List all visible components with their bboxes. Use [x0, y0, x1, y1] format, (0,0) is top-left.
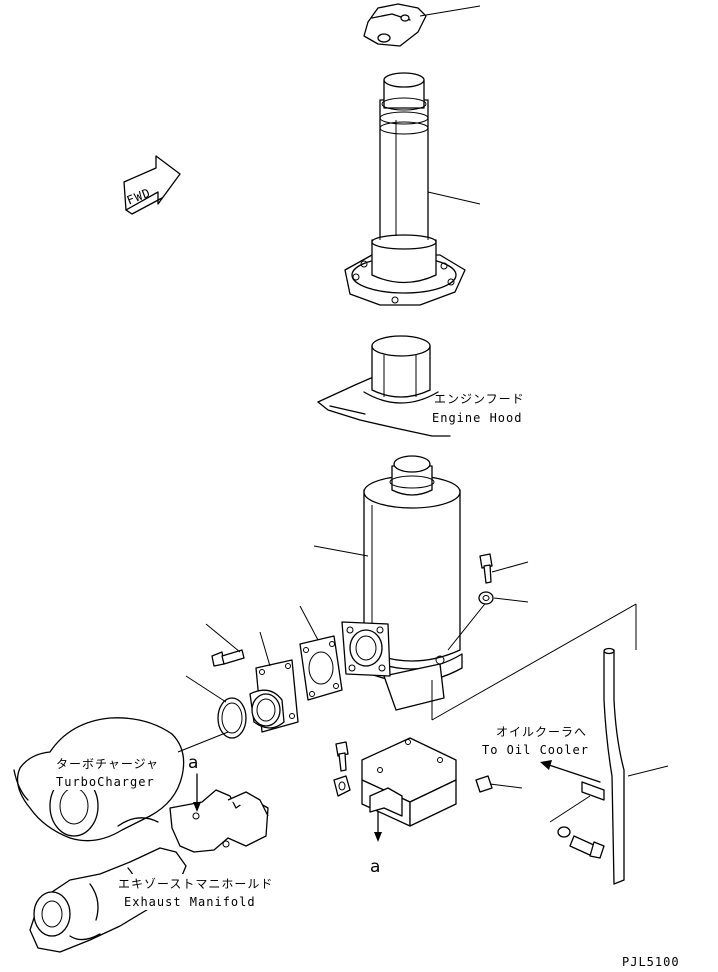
oil-cooler-bolt: [557, 826, 605, 859]
nut-bracket-left: [333, 775, 351, 797]
ref-a-bottom-arrow-icon: [374, 811, 382, 842]
bolt-bracket: [335, 741, 349, 772]
bolt-left: [205, 623, 245, 667]
manifold-label-bg: [110, 874, 280, 910]
muffler: [313, 455, 637, 721]
manifold-label-en: Exhaust Manifold: [124, 895, 256, 909]
manifold-label-jp: エキゾーストマニホールド: [118, 877, 273, 891]
oil-cooler-arrow-icon: [540, 760, 601, 783]
nut-bracket-right: [475, 775, 523, 793]
oil-cooler-label-jp: オイルクーラへ: [496, 725, 587, 739]
flange-adapter: [249, 631, 299, 733]
turbo-label-en: TurboCharger: [56, 775, 155, 789]
bolt-upper-right: [479, 553, 529, 584]
mounting-bracket: [361, 737, 457, 827]
gasket-ring: [185, 675, 247, 739]
turbo-label-bg: [50, 754, 168, 790]
drawing-code: PJL5100: [622, 955, 680, 969]
engine-hood-collar: [317, 335, 451, 437]
ref-a-bottom: a: [370, 857, 380, 877]
turbo-label-jp: ターボチャージャ: [56, 757, 159, 771]
oil-cooler-label-en: To Oil Cooler: [482, 743, 589, 757]
ref-a-top: a: [188, 753, 198, 773]
ref-a-top-arrow-icon: [193, 773, 201, 812]
exhaust-pipe: [344, 72, 481, 306]
engine-hood-label-en: Engine Hood: [432, 411, 522, 425]
oil-cooler-pipe: [549, 647, 669, 885]
gasket-square: [299, 605, 343, 701]
fwd-arrow-icon: FWD: [123, 155, 181, 215]
engine-hood-label-jp: エンジンフード: [434, 392, 525, 406]
washer-upper-right: [478, 591, 529, 605]
rain-cap: [363, 3, 481, 47]
